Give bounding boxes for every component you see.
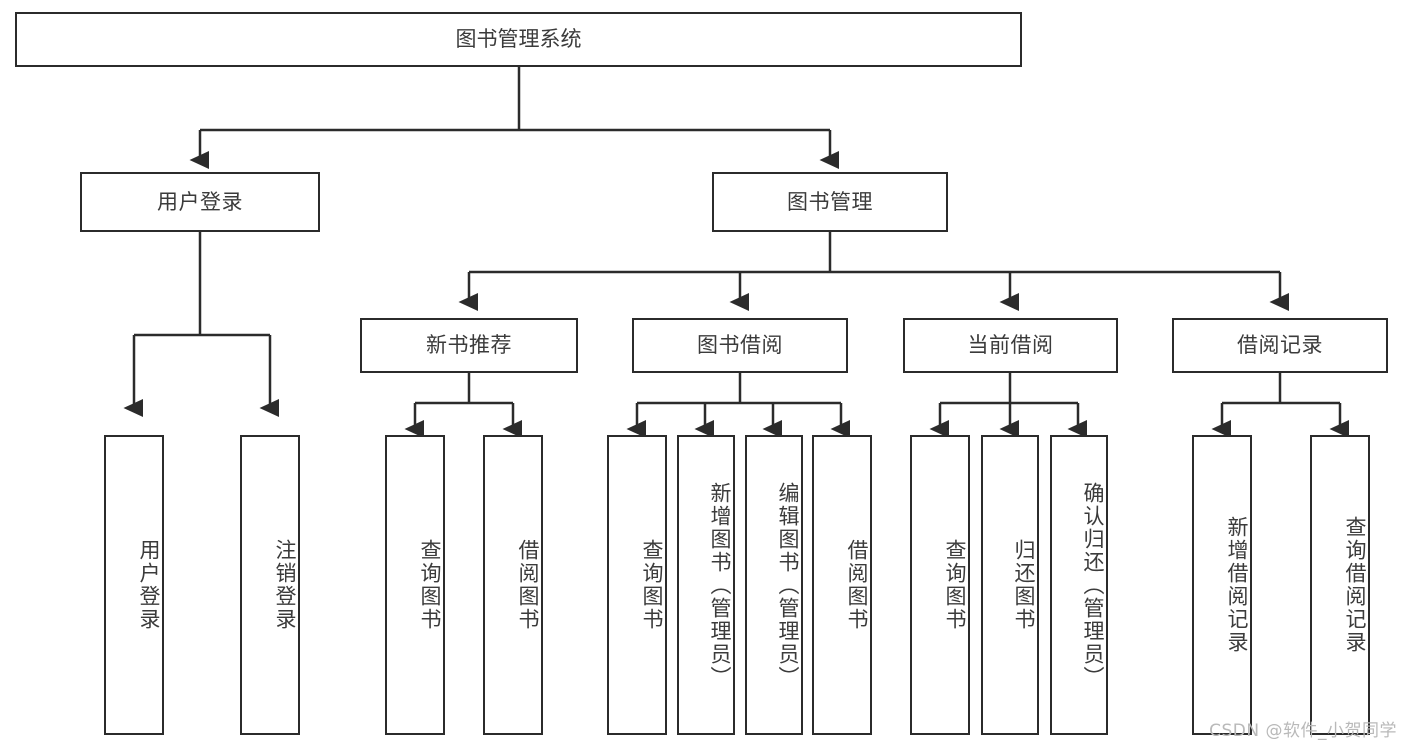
node-label: 查询图书 [640,539,664,631]
leaf-book-borrow-borrow[interactable]: 借阅图书 [812,435,872,735]
node-label: 借阅记录 [1237,333,1323,358]
node-label: 新书推荐 [426,333,512,358]
leaf-current-borrow-query[interactable]: 查询图书 [910,435,970,735]
node-book-management[interactable]: 图书管理 [712,172,948,232]
node-new-book-recommend[interactable]: 新书推荐 [360,318,578,373]
node-label: 新增图书（管理员） [708,481,732,689]
node-label: 当前借阅 [967,333,1054,358]
leaf-current-borrow-confirm-return-admin[interactable]: 确认归还（管理员） [1050,435,1108,735]
node-label: 图书借阅 [697,333,783,358]
leaf-borrow-record-add[interactable]: 新增借阅记录 [1192,435,1252,735]
node-label: 图书管理 [787,189,873,214]
leaf-book-borrow-query[interactable]: 查询图书 [607,435,667,735]
node-label: 图书管理系统 [455,27,582,52]
node-label: 查询图书 [943,539,967,631]
leaf-book-borrow-add-admin[interactable]: 新增图书（管理员） [677,435,735,735]
watermark-text: CSDN @软件_小贺同学 [1209,721,1397,741]
node-label: 归还图书 [1012,539,1036,631]
leaf-new-book-query[interactable]: 查询图书 [385,435,445,735]
leaf-user-login-logout[interactable]: 注销登录 [240,435,300,735]
leaf-user-login-login[interactable]: 用户登录 [104,435,164,735]
node-borrow-record[interactable]: 借阅记录 [1172,318,1388,373]
node-label: 注销登录 [273,539,297,631]
node-label: 用户登录 [157,189,243,214]
leaf-borrow-record-query[interactable]: 查询借阅记录 [1310,435,1370,735]
node-label: 用户登录 [137,539,161,631]
node-label: 借阅图书 [845,539,869,631]
node-label: 编辑图书（管理员） [776,481,800,689]
node-book-borrow[interactable]: 图书借阅 [632,318,848,373]
leaf-current-borrow-return[interactable]: 归还图书 [981,435,1039,735]
node-current-borrow[interactable]: 当前借阅 [903,318,1118,373]
node-label: 新增借阅记录 [1225,516,1249,654]
leaf-new-book-borrow[interactable]: 借阅图书 [483,435,543,735]
node-label: 查询借阅记录 [1343,516,1367,654]
node-label: 查询图书 [418,539,442,631]
node-root-book-management-system[interactable]: 图书管理系统 [15,12,1022,67]
node-label: 借阅图书 [516,539,540,631]
node-user-login[interactable]: 用户登录 [80,172,320,232]
node-label: 确认归还（管理员） [1081,481,1105,689]
leaf-book-borrow-edit-admin[interactable]: 编辑图书（管理员） [745,435,803,735]
